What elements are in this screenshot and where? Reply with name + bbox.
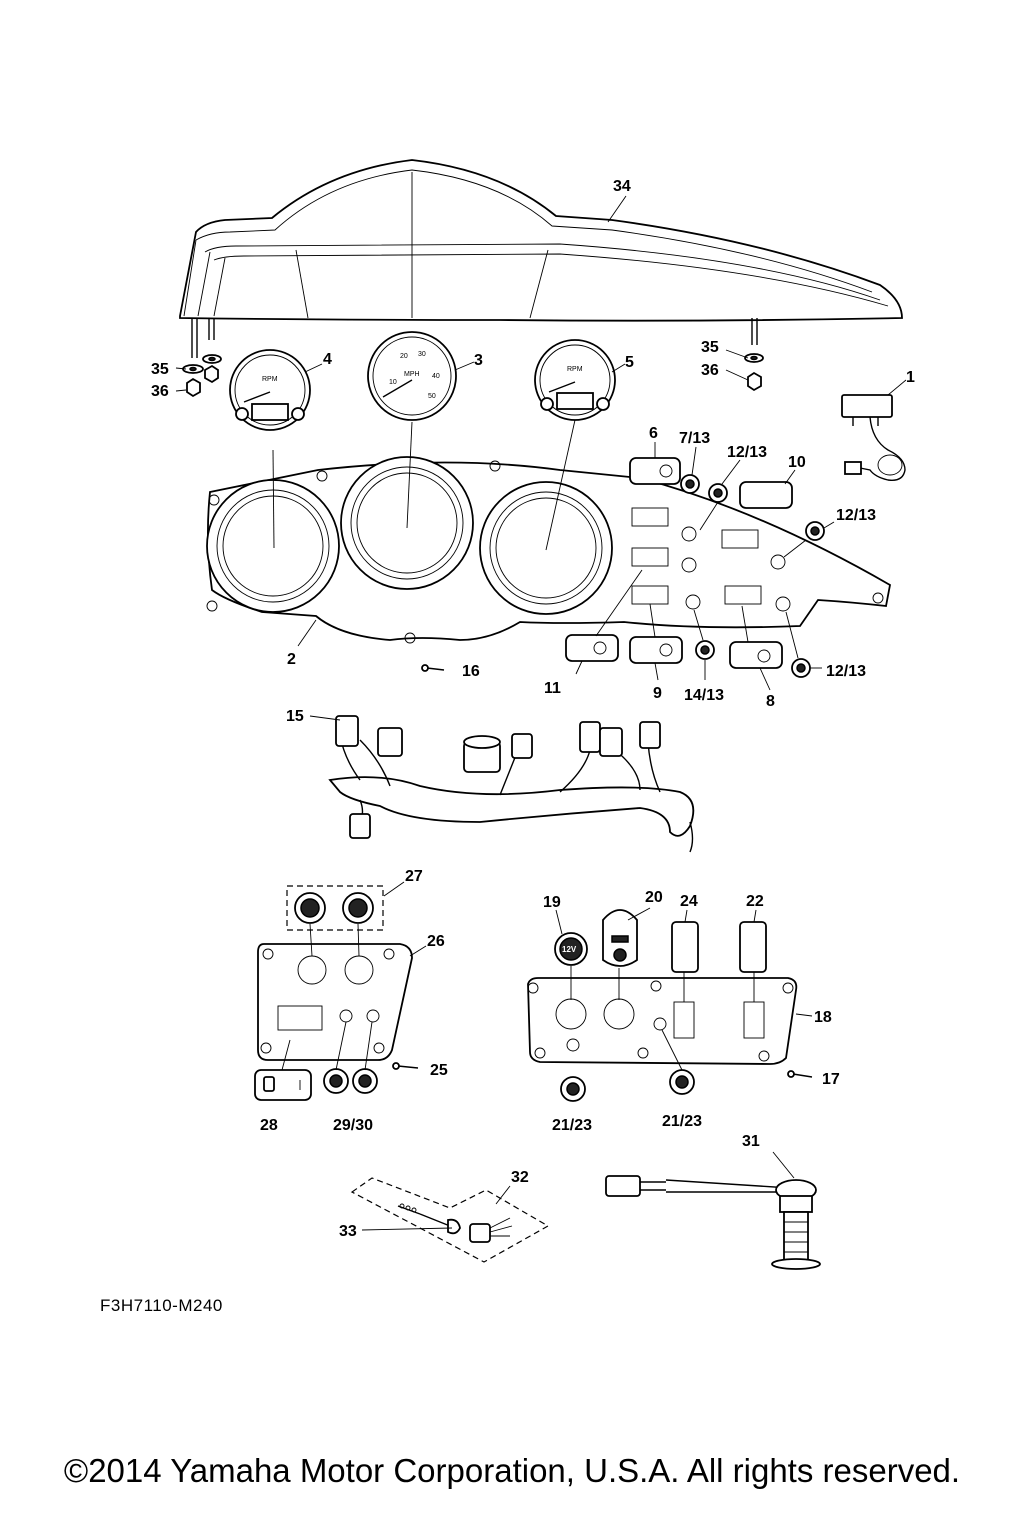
callout-5: 5 — [625, 354, 634, 371]
callout-35-left: 35 — [151, 361, 169, 378]
callout-16: 16 — [462, 663, 480, 680]
callout-7-13: 7/13 — [679, 430, 710, 447]
svg-text:12V: 12V — [562, 945, 577, 954]
callout-4: 4 — [323, 351, 332, 368]
tachometer-left: RPM — [229, 349, 311, 431]
svg-text:40: 40 — [432, 373, 440, 380]
callout-34: 34 — [613, 178, 631, 195]
callout-12-13-b: 12/13 — [836, 507, 876, 524]
instrument-panel — [206, 419, 892, 644]
callout-6: 6 — [649, 425, 658, 442]
screw-25 — [392, 1062, 419, 1070]
callout-36-right: 36 — [701, 362, 719, 379]
callout-12-13-a: 12/13 — [727, 444, 767, 461]
repair-kit-32 — [350, 1177, 550, 1263]
rocker-22 — [739, 921, 767, 1002]
svg-text:30: 30 — [418, 351, 426, 358]
callout-20: 20 — [645, 889, 663, 906]
callout-17: 17 — [822, 1071, 840, 1088]
switch-6 — [629, 457, 681, 485]
callout-32: 32 — [511, 1169, 529, 1186]
switch-8 — [729, 641, 783, 669]
callout-25: 25 — [430, 1062, 448, 1079]
washer-nut-right — [744, 353, 764, 392]
callout-11: 11 — [544, 680, 561, 697]
callout-21-23-a: 21/23 — [552, 1117, 592, 1134]
callout-28: 28 — [260, 1117, 278, 1134]
callout-31: 31 — [742, 1133, 760, 1150]
callout-19: 19 — [543, 894, 561, 911]
callout-14-13: 14/13 — [684, 687, 724, 704]
svg-text:50: 50 — [428, 393, 436, 400]
dash-cover — [179, 159, 903, 322]
switch-9 — [629, 636, 683, 664]
switch-10 — [739, 481, 793, 509]
callout-9: 9 — [653, 685, 662, 702]
svg-text:MPH: MPH — [404, 371, 420, 378]
wire-harness — [328, 715, 695, 853]
callout-36-left: 36 — [151, 383, 169, 400]
copyright-notice: ©2014 Yamaha Motor Corporation, U.S.A. A… — [63, 1452, 961, 1489]
accessory-panel-18 — [527, 977, 798, 1065]
washer-nut-left — [182, 354, 222, 398]
leader-lines — [175, 195, 907, 1231]
callout-24: 24 — [680, 893, 698, 910]
callout-2: 2 — [287, 651, 296, 668]
callout-3: 3 — [474, 352, 483, 369]
callout-10: 10 — [788, 454, 806, 471]
switch-11 — [565, 634, 619, 662]
callout-26: 26 — [427, 933, 445, 950]
mounting-studs — [191, 318, 758, 358]
callout-1: 1 — [906, 369, 915, 386]
callout-21-23-b: 21/23 — [662, 1113, 702, 1130]
tachometer-right: RPM — [534, 339, 616, 421]
svg-text:20: 20 — [400, 353, 408, 360]
outlet-12v: 12V — [554, 932, 588, 1000]
screw-16 — [421, 664, 445, 672]
caps-group-27 — [286, 885, 384, 957]
grommets-29-30 — [323, 1021, 378, 1094]
drawing-code: F3H7110-M240 — [100, 1296, 223, 1315]
screw-17 — [787, 1070, 813, 1078]
callout-12-13-c: 12/13 — [826, 663, 866, 680]
callout-18: 18 — [814, 1009, 832, 1026]
grommets-21-23 — [560, 1029, 695, 1102]
svg-text:10: 10 — [389, 379, 397, 386]
callout-35-right: 35 — [701, 339, 719, 356]
usb-outlet — [602, 909, 638, 1000]
callout-22: 22 — [746, 893, 764, 910]
rocker-switch-28 — [254, 1039, 312, 1101]
callout-27: 27 — [405, 868, 423, 885]
callout-8: 8 — [766, 693, 775, 710]
svg-text:RPM: RPM — [567, 366, 583, 373]
indicator-lamps — [680, 474, 825, 678]
switch-panel-26 — [257, 943, 413, 1061]
callout-labels: 34 35 36 4 3 5 35 36 1 6 7/13 12/13 10 1… — [151, 178, 915, 1240]
callout-15: 15 — [286, 708, 304, 725]
svg-text:RPM: RPM — [262, 376, 278, 383]
callout-33: 33 — [339, 1223, 357, 1240]
module-with-lead — [841, 394, 906, 481]
sensor-31 — [605, 1175, 821, 1270]
speedometer: MPH 10 20 30 40 50 — [367, 331, 457, 421]
callout-29-30: 29/30 — [333, 1117, 373, 1134]
